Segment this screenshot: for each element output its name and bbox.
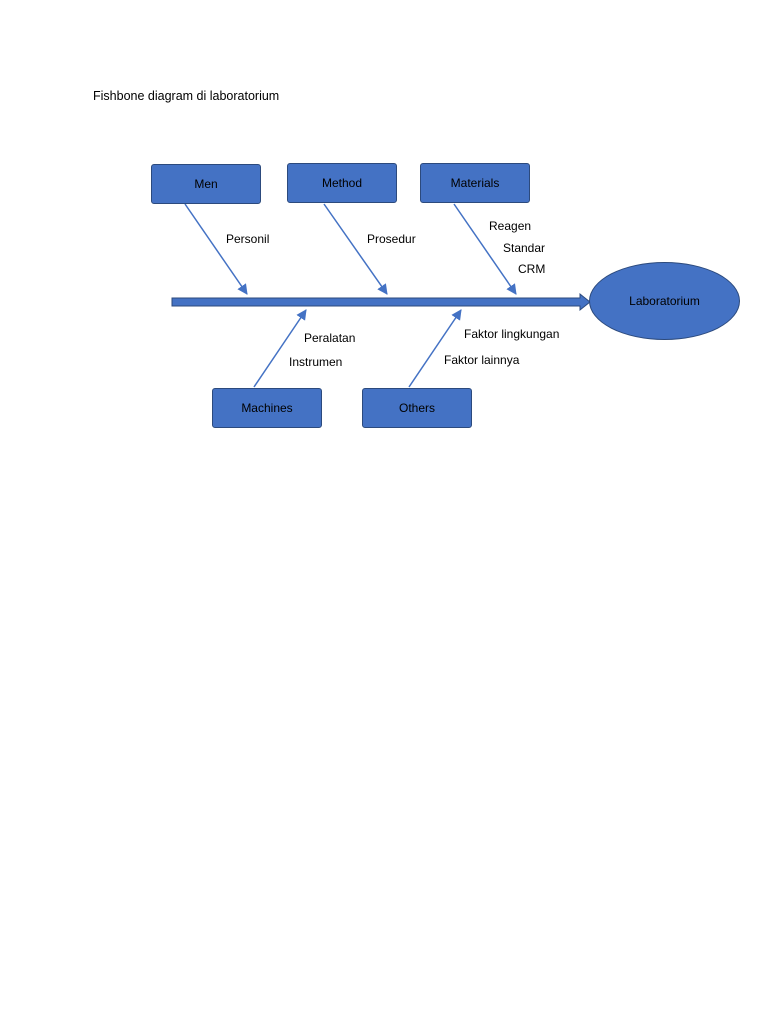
page-title: Fishbone diagram di laboratorium [93,89,280,103]
cause-label: Standar [503,241,546,255]
category-box-machines: Machines [212,388,322,428]
cause-label: Faktor lingkungan [464,327,560,341]
cause-label: CRM [518,262,546,276]
category-box-men: Men [151,164,261,204]
category-label-method: Method [321,176,363,190]
spine-arrow [171,292,591,312]
category-label-men: Men [194,177,218,191]
cause-label: Personil [226,232,270,246]
bone-materials [453,203,517,295]
cause-label: Instrumen [289,355,343,369]
category-label-others: Others [398,401,435,415]
cause-label: Reagen [489,219,532,233]
category-box-others: Others [362,388,472,428]
category-label-machines: Machines [241,401,293,415]
cause-label: Prosedur [367,232,416,246]
category-box-materials: Materials [420,163,530,203]
cause-label: Faktor lainnya [444,353,520,367]
category-box-method: Method [287,163,397,203]
bone-machines [253,309,307,388]
effect-label: Laboratorium [629,294,700,308]
bone-others [408,309,462,388]
category-label-materials: Materials [450,176,500,190]
effect-ellipse: Laboratorium [589,262,740,340]
bone-men [184,203,248,295]
bone-method [323,203,388,295]
cause-label: Peralatan [304,331,356,345]
